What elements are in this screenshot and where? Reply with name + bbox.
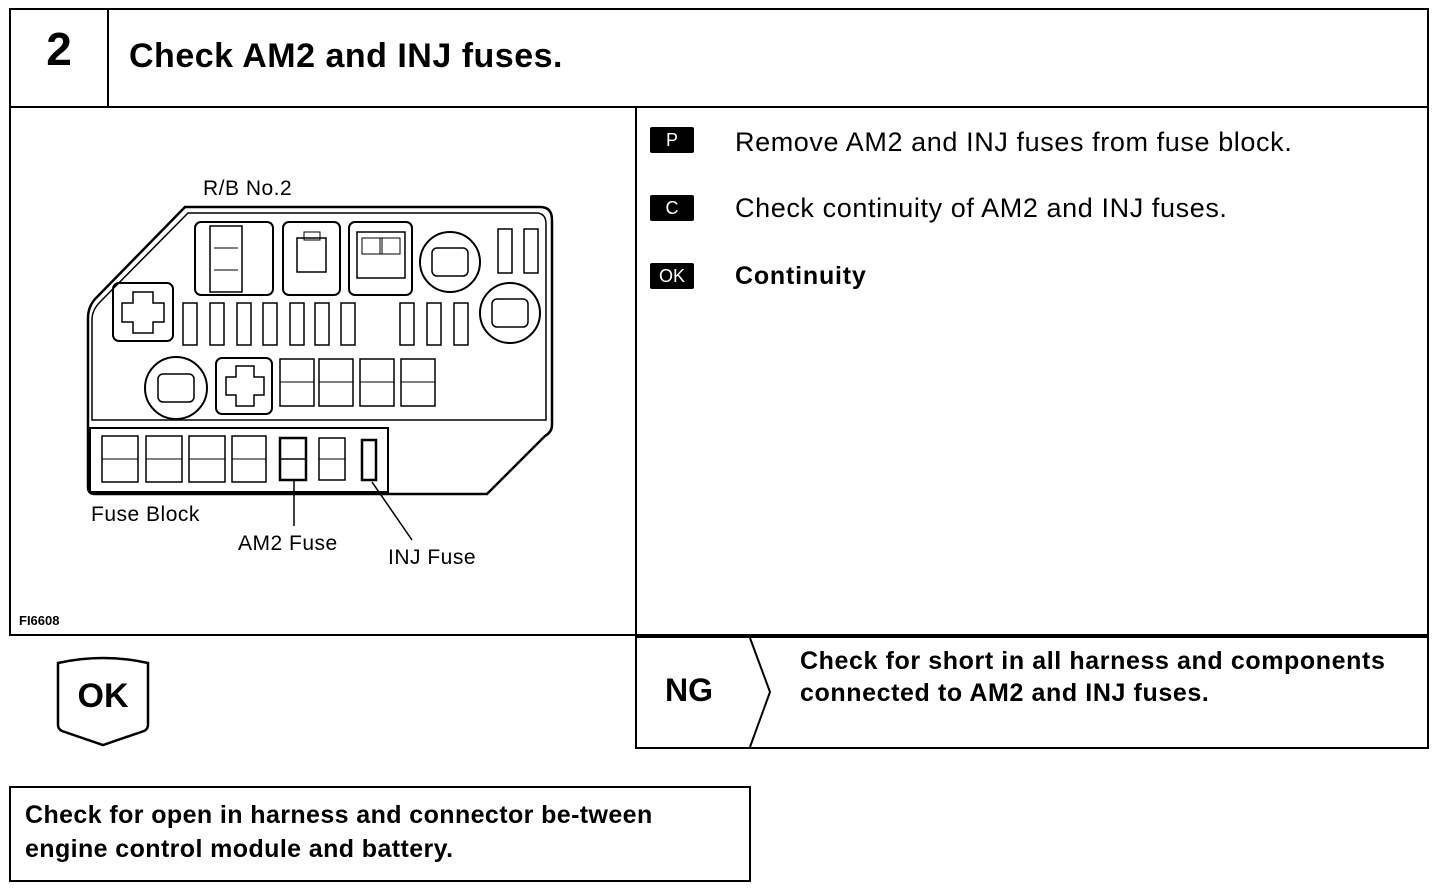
am2-fuse-label: AM2 Fuse <box>238 532 338 555</box>
inj-fuse-label: INJ Fuse <box>388 546 477 569</box>
ok-result-tag: OK <box>650 263 694 289</box>
ok-action-text: Check for open in harness and connector … <box>25 801 653 863</box>
round-relay-3 <box>144 356 208 420</box>
relay-3 <box>348 221 413 296</box>
ng-branch-box <box>635 636 1429 749</box>
step-title: Check AM2 and INJ fuses. <box>129 37 563 75</box>
relay-block-label: R/B No.2 <box>203 177 293 200</box>
relay-box-outline <box>86 205 554 496</box>
inj-fuse <box>360 438 378 482</box>
relay-box-inner <box>91 212 547 421</box>
fuse-block-outline <box>89 427 389 493</box>
check-text: Check continuity of AM2 and INJ fuses. <box>735 193 1228 223</box>
ok-result-text: Continuity <box>735 262 867 290</box>
inj-leader <box>371 481 413 541</box>
fuse-block-label: Fuse Block <box>91 503 200 526</box>
round-relay-2 <box>479 282 541 344</box>
ok-arrow-badge <box>56 656 150 747</box>
ok-label: OK <box>77 677 129 715</box>
round-relay-1 <box>419 231 481 293</box>
step-number-cell <box>9 8 109 106</box>
procedure-text: Remove AM2 and INJ fuses from fuse block… <box>735 127 1293 157</box>
cross-relay-1 <box>112 282 174 342</box>
column-divider <box>635 106 637 748</box>
ng-label: NG <box>665 672 713 708</box>
figure-code: FI6608 <box>19 613 60 628</box>
step-frame <box>9 8 1429 636</box>
ng-action-text: Check for short in all harness and compo… <box>800 647 1386 707</box>
step-number: 2 <box>46 23 72 75</box>
relay-2 <box>282 221 341 296</box>
ok-action-box <box>9 786 751 882</box>
relay-1 <box>194 221 274 296</box>
header-divider <box>9 106 1429 108</box>
ng-arrow-divider <box>749 637 772 748</box>
procedure-tag: P <box>650 127 694 153</box>
cross-relay-2 <box>215 357 273 415</box>
check-tag: C <box>650 195 694 221</box>
fuse-block-diagram <box>86 205 554 541</box>
